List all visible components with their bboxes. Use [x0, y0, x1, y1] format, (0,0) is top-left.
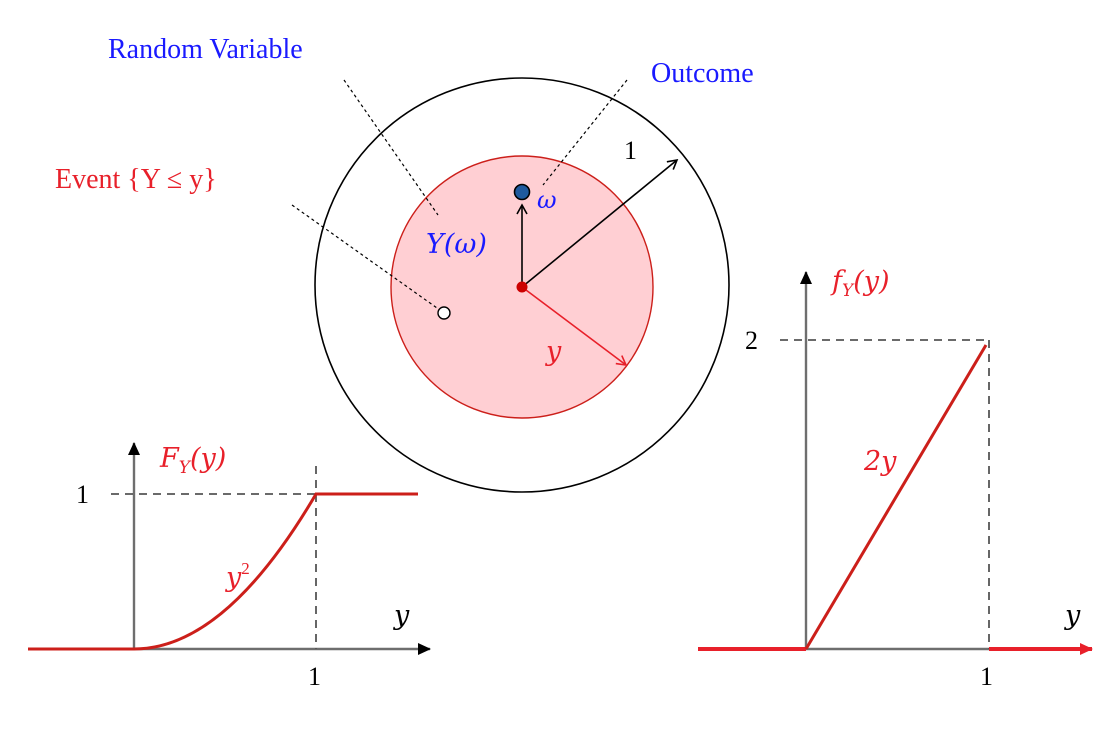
- sample-space-circle: [314, 77, 730, 493]
- random-variable-label: Random Variable: [108, 34, 303, 65]
- pdf-density-line: [804, 344, 988, 650]
- cdf-tick-y-one: 1: [76, 480, 89, 509]
- event-label: Event {Y ≤ y}: [55, 164, 217, 195]
- cdf-curve: [28, 492, 418, 651]
- cdf-tick-x-one: 1: [308, 662, 321, 691]
- outcome-label: Outcome: [651, 58, 754, 89]
- pdf-tick-y-two: 2: [745, 326, 758, 355]
- outcome-point: [513, 183, 531, 201]
- y-omega-label: Y(ω): [426, 229, 487, 260]
- cdf-ylabel: FY(y): [159, 443, 226, 478]
- cdf-plot: FY(y) y2 y 1 1: [28, 442, 431, 691]
- radius-y-label: y: [545, 336, 562, 367]
- cdf-xlabel: y: [393, 600, 410, 631]
- radius-one-label: 1: [624, 136, 637, 165]
- outcome-leader: [542, 79, 628, 186]
- radius-one-arrow: [521, 158, 679, 288]
- pdf-ylabel: fY(y): [830, 266, 890, 301]
- event-sample-point: [437, 306, 451, 320]
- pdf-plot: fY(y) 2y y 2 1: [698, 266, 1093, 691]
- pdf-line-label: 2y: [863, 446, 897, 477]
- pdf-tick-x-one: 1: [980, 662, 993, 691]
- radius-y-arrow: [521, 286, 628, 366]
- center-point: [516, 281, 528, 293]
- cdf-curve-label: y2: [225, 559, 250, 593]
- pdf-xlabel: y: [1064, 600, 1081, 631]
- omega-label: ω: [537, 186, 557, 214]
- random-variable-leader: [343, 79, 439, 216]
